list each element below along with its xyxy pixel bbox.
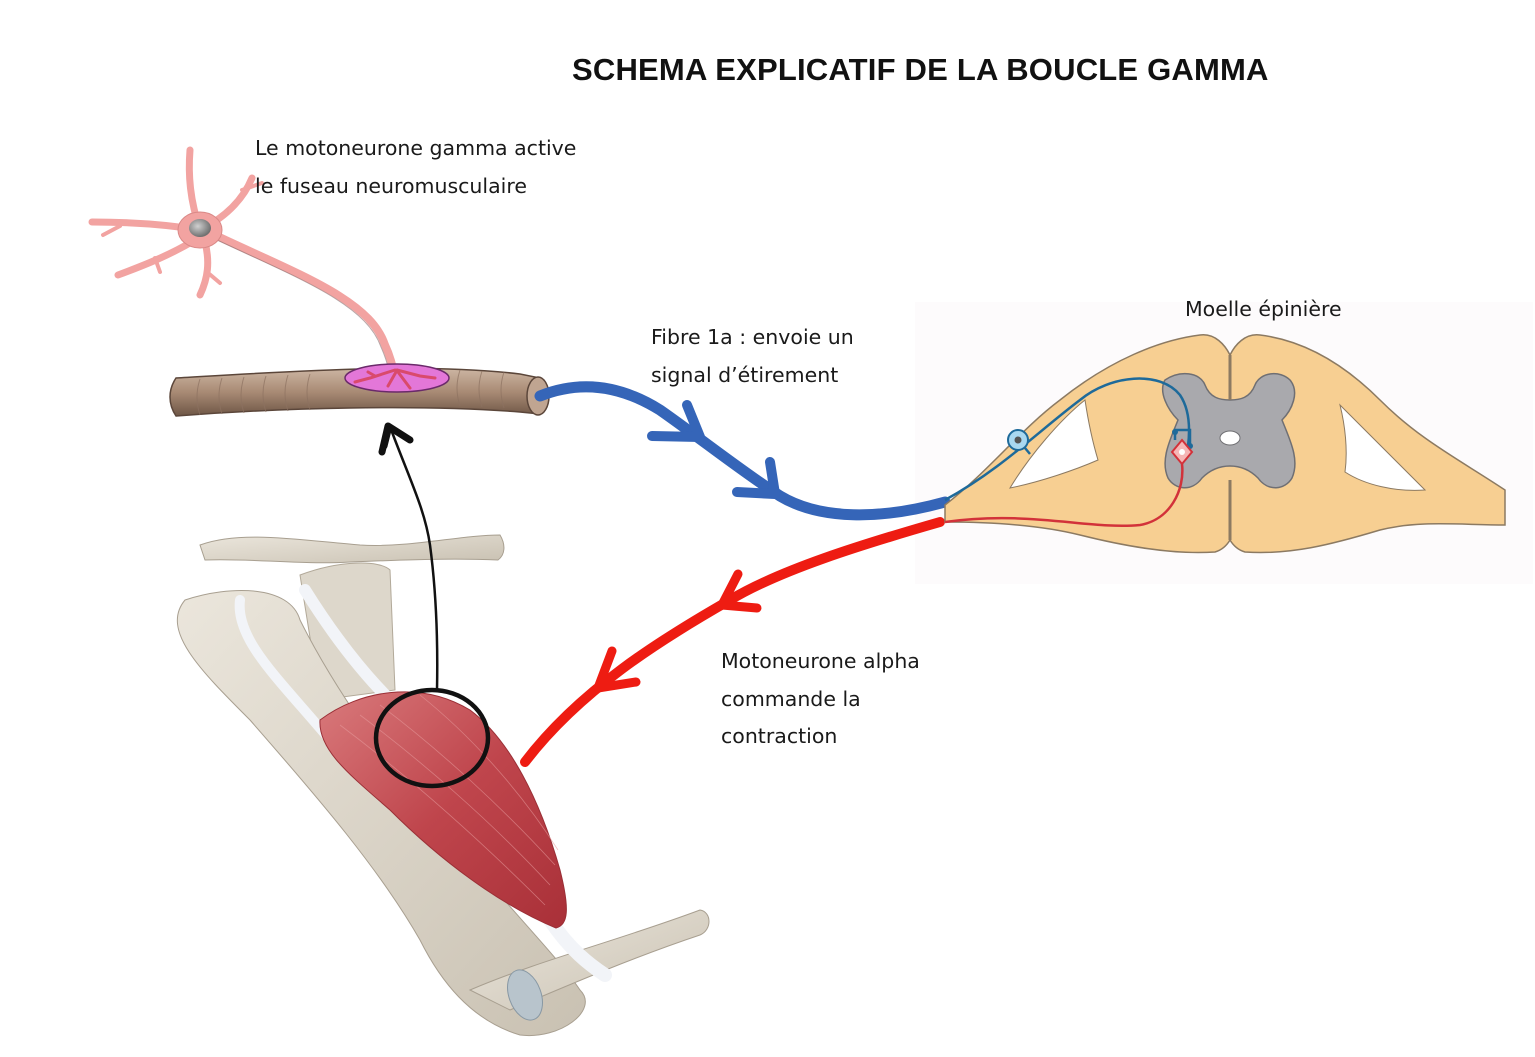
spinal-cord-section	[944, 334, 1506, 554]
humerus	[176, 590, 586, 1037]
spinal-cord-label: Moelle épinière	[1185, 297, 1342, 321]
alpha-label-line-1: Motoneurone alpha	[721, 649, 920, 673]
fibre-1a-label: Fibre 1a : envoie un signal d’étirement	[651, 319, 854, 394]
gamma-motoneuron-label: Le motoneurone gamma active le fuseau ne…	[255, 130, 576, 205]
diagram-title: SCHEMA EXPLICATIF DE LA BOUCLE GAMMA	[572, 52, 1269, 87]
elbow-ligament	[507, 969, 543, 1021]
fibre-1a-arrow	[534, 381, 951, 521]
gamma-label-line-1: Le motoneurone gamma active	[255, 136, 577, 160]
clavicle	[199, 534, 505, 564]
motor-end-plate	[344, 363, 450, 393]
spindle-feedback-arrow	[378, 422, 439, 692]
alpha-label-line-2: commande la	[721, 686, 861, 711]
neuron-nucleus	[189, 219, 211, 237]
gamma-motoneuron	[88, 146, 399, 382]
arm-anatomy	[176, 534, 710, 1037]
spindle-location-circle	[373, 687, 491, 789]
biceps-muscle	[319, 691, 567, 929]
gamma-label-line-2: le fuseau neuromusculaire	[255, 173, 527, 198]
central-canal	[1219, 430, 1241, 446]
fibre-label-line-2: signal d’étirement	[651, 362, 839, 387]
neuromuscular-spindle	[169, 363, 550, 417]
alpha-motoneuron-arrow	[520, 517, 945, 767]
fibre-label-line-1: Fibre 1a : envoie un	[651, 325, 854, 349]
alpha-motoneuron-label: Motoneurone alpha commande la contractio…	[721, 643, 920, 756]
alpha-label-line-3: contraction	[721, 724, 838, 748]
